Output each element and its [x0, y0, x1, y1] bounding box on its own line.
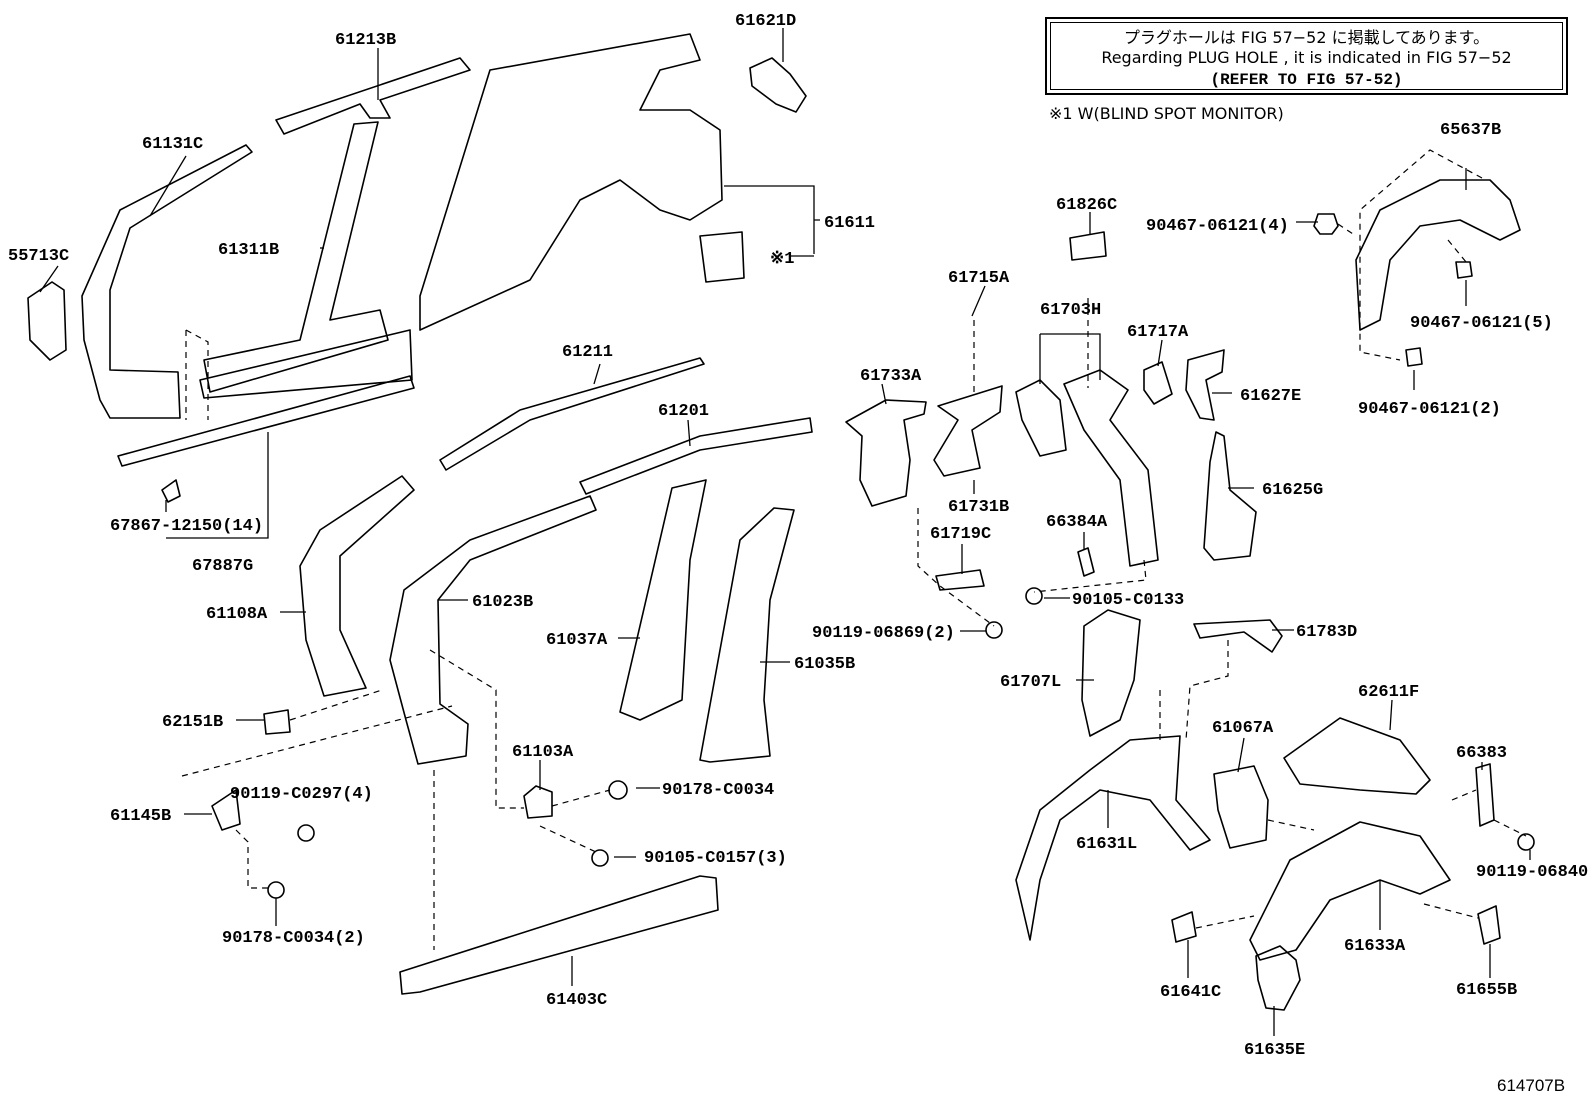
- note-japanese: プラグホールは FIG 57−52 に掲載してあります。: [1123, 28, 1490, 47]
- note-reference: (REFER TO FIG 57-52): [1210, 71, 1403, 89]
- label-67867-12150: 67867-12150(14): [110, 517, 263, 536]
- label-61703H: 61703H: [1040, 301, 1101, 320]
- dashed-assembly-lines: [181, 149, 1527, 950]
- label-61631L: 61631L: [1076, 835, 1137, 854]
- label-61719C: 61719C: [930, 525, 991, 544]
- label-90467-06121-2: 90467-06121(2): [1358, 400, 1501, 419]
- label-61625G: 61625G: [1262, 481, 1323, 500]
- label-61211: 61211: [562, 343, 613, 362]
- label-61037A: 61037A: [546, 631, 608, 650]
- label-61707L: 61707L: [1000, 673, 1061, 692]
- plug-hole-note: プラグホールは FIG 57−52 に掲載してあります。 Regarding P…: [1045, 17, 1568, 95]
- label-66383: 66383: [1456, 744, 1507, 763]
- label-90119-06840: 90119-06840: [1476, 863, 1588, 882]
- label-61715A: 61715A: [948, 269, 1010, 288]
- label-61103A: 61103A: [512, 743, 574, 762]
- label-90119-06869: 90119-06869(2): [812, 624, 955, 643]
- label-61731B: 61731B: [948, 498, 1009, 517]
- label-65637B: 65637B: [1440, 121, 1501, 140]
- label-61635E: 61635E: [1244, 1041, 1305, 1060]
- label-66384A: 66384A: [1046, 513, 1108, 532]
- label-90119-C0297: 90119-C0297(4): [230, 785, 373, 804]
- label-mark-1: ※1: [770, 250, 794, 269]
- label-90467-06121-5: 90467-06121(5): [1410, 314, 1553, 333]
- label-61633A: 61633A: [1344, 937, 1406, 956]
- note-english: Regarding PLUG HOLE , it is indicated in…: [1101, 48, 1512, 67]
- label-90178-C0034-2: 90178-C0034(2): [222, 929, 365, 948]
- label-90178-C0034: 90178-C0034: [662, 781, 774, 800]
- label-61733A: 61733A: [860, 367, 922, 386]
- label-61201: 61201: [658, 402, 709, 421]
- label-67887G: 67887G: [192, 557, 253, 576]
- label-90105-C0157: 90105-C0157(3): [644, 849, 787, 868]
- label-61145B: 61145B: [110, 807, 171, 826]
- label-61108A: 61108A: [206, 605, 268, 624]
- label-61826C: 61826C: [1056, 196, 1117, 215]
- label-61611: 61611: [824, 214, 875, 233]
- part-labels: 61213B 61621D 61131C 61311B 55713C 61611…: [8, 12, 1588, 1060]
- label-61311B: 61311B: [218, 241, 279, 260]
- label-61627E: 61627E: [1240, 387, 1301, 406]
- label-61023B: 61023B: [472, 593, 533, 612]
- figure-number: 614707B: [1497, 1076, 1566, 1095]
- label-61131C: 61131C: [142, 135, 203, 154]
- label-90105-C0133: 90105-C0133: [1072, 591, 1184, 610]
- label-61783D: 61783D: [1296, 623, 1357, 642]
- label-61641C: 61641C: [1160, 983, 1221, 1002]
- label-62151B: 62151B: [162, 713, 223, 732]
- label-55713C: 55713C: [8, 247, 69, 266]
- footnote-blind-spot-monitor: ※1 W(BLIND SPOT MONITOR): [1049, 104, 1284, 123]
- label-61403C: 61403C: [546, 991, 607, 1010]
- leader-lines: [39, 28, 1531, 1036]
- label-90467-06121-4: 90467-06121(4): [1146, 217, 1289, 236]
- label-61213B: 61213B: [335, 31, 396, 50]
- label-61655B: 61655B: [1456, 981, 1517, 1000]
- label-61621D: 61621D: [735, 12, 796, 31]
- label-61717A: 61717A: [1127, 323, 1189, 342]
- label-61035B: 61035B: [794, 655, 855, 674]
- label-61067A: 61067A: [1212, 719, 1274, 738]
- label-62611F: 62611F: [1358, 683, 1419, 702]
